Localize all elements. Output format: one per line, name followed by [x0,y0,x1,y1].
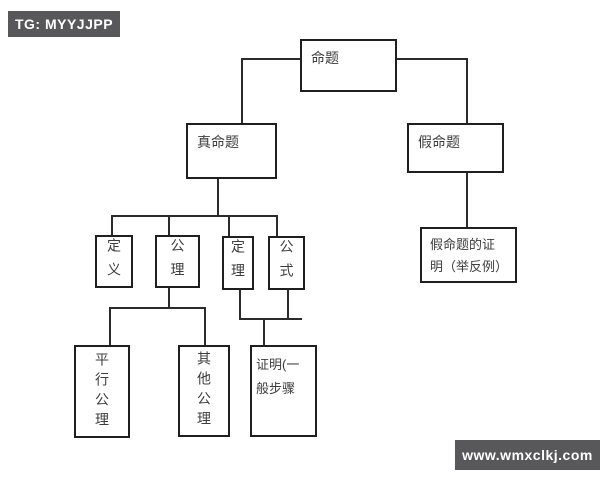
edge-to-definition [111,215,113,236]
node-formula: 公式 [268,236,305,290]
edge-to-theorem [228,215,230,237]
edge-true-children-bus [111,215,278,217]
tg-watermark-badge: TG: MYYJJPP [8,11,120,37]
edge-to-formula [276,215,278,237]
edge-false-to-proof [466,171,468,228]
edge-proof-bus [239,318,302,320]
node-false-proposition-proof: 假命题的证明（举反例） [420,227,517,283]
node-theorem: 定理 [222,236,254,290]
node-false-proposition-proof-label: 假命题的证明（举反例） [430,237,509,275]
edge-formula-stem [287,289,289,320]
site-watermark-text: www.wmxclkj.com [462,447,593,463]
node-parallel-axiom: 平行公理 [74,345,130,438]
node-proof-general-steps: 证明(一般步骤 [250,345,317,437]
node-other-axiom: 其他公理 [178,345,230,437]
edge-axiom-children-bus [109,307,206,309]
node-formula-label: 公式 [278,239,295,287]
node-false-proposition-label: 假命题 [418,134,460,150]
site-watermark-badge: www.wmxclkj.com [455,440,600,470]
edge-to-parallel-axiom [109,307,111,346]
tg-watermark-text: TG: MYYJJPP [14,16,114,32]
node-axiom-label: 公理 [169,237,186,286]
node-true-proposition: 真命题 [186,123,277,179]
node-axiom: 公理 [155,235,200,288]
edge-proposition-true-v [241,58,243,124]
edge-to-proof-steps [263,318,265,346]
node-parallel-axiom-label: 平行公理 [94,351,110,432]
node-proposition: 命题 [300,39,397,92]
node-definition: 定义 [95,235,133,288]
edge-proposition-true-h [242,58,301,60]
node-proof-general-steps-label: 证明(一般步骤 [256,357,300,397]
node-false-proposition: 假命题 [407,123,504,173]
node-proposition-label: 命题 [311,50,339,66]
edge-proposition-false-h [395,58,468,60]
edge-proposition-false-v [466,58,468,124]
edge-to-axiom [168,215,170,236]
node-true-proposition-label: 真命题 [197,134,239,150]
edge-theorem-stem [239,289,241,320]
edge-true-stem [217,178,219,217]
edge-to-other-axiom [204,307,206,346]
edge-axiom-stem [168,287,170,309]
node-theorem-label: 定理 [230,239,246,287]
node-other-axiom-label: 其他公理 [196,351,212,431]
node-definition-label: 定义 [106,237,122,286]
